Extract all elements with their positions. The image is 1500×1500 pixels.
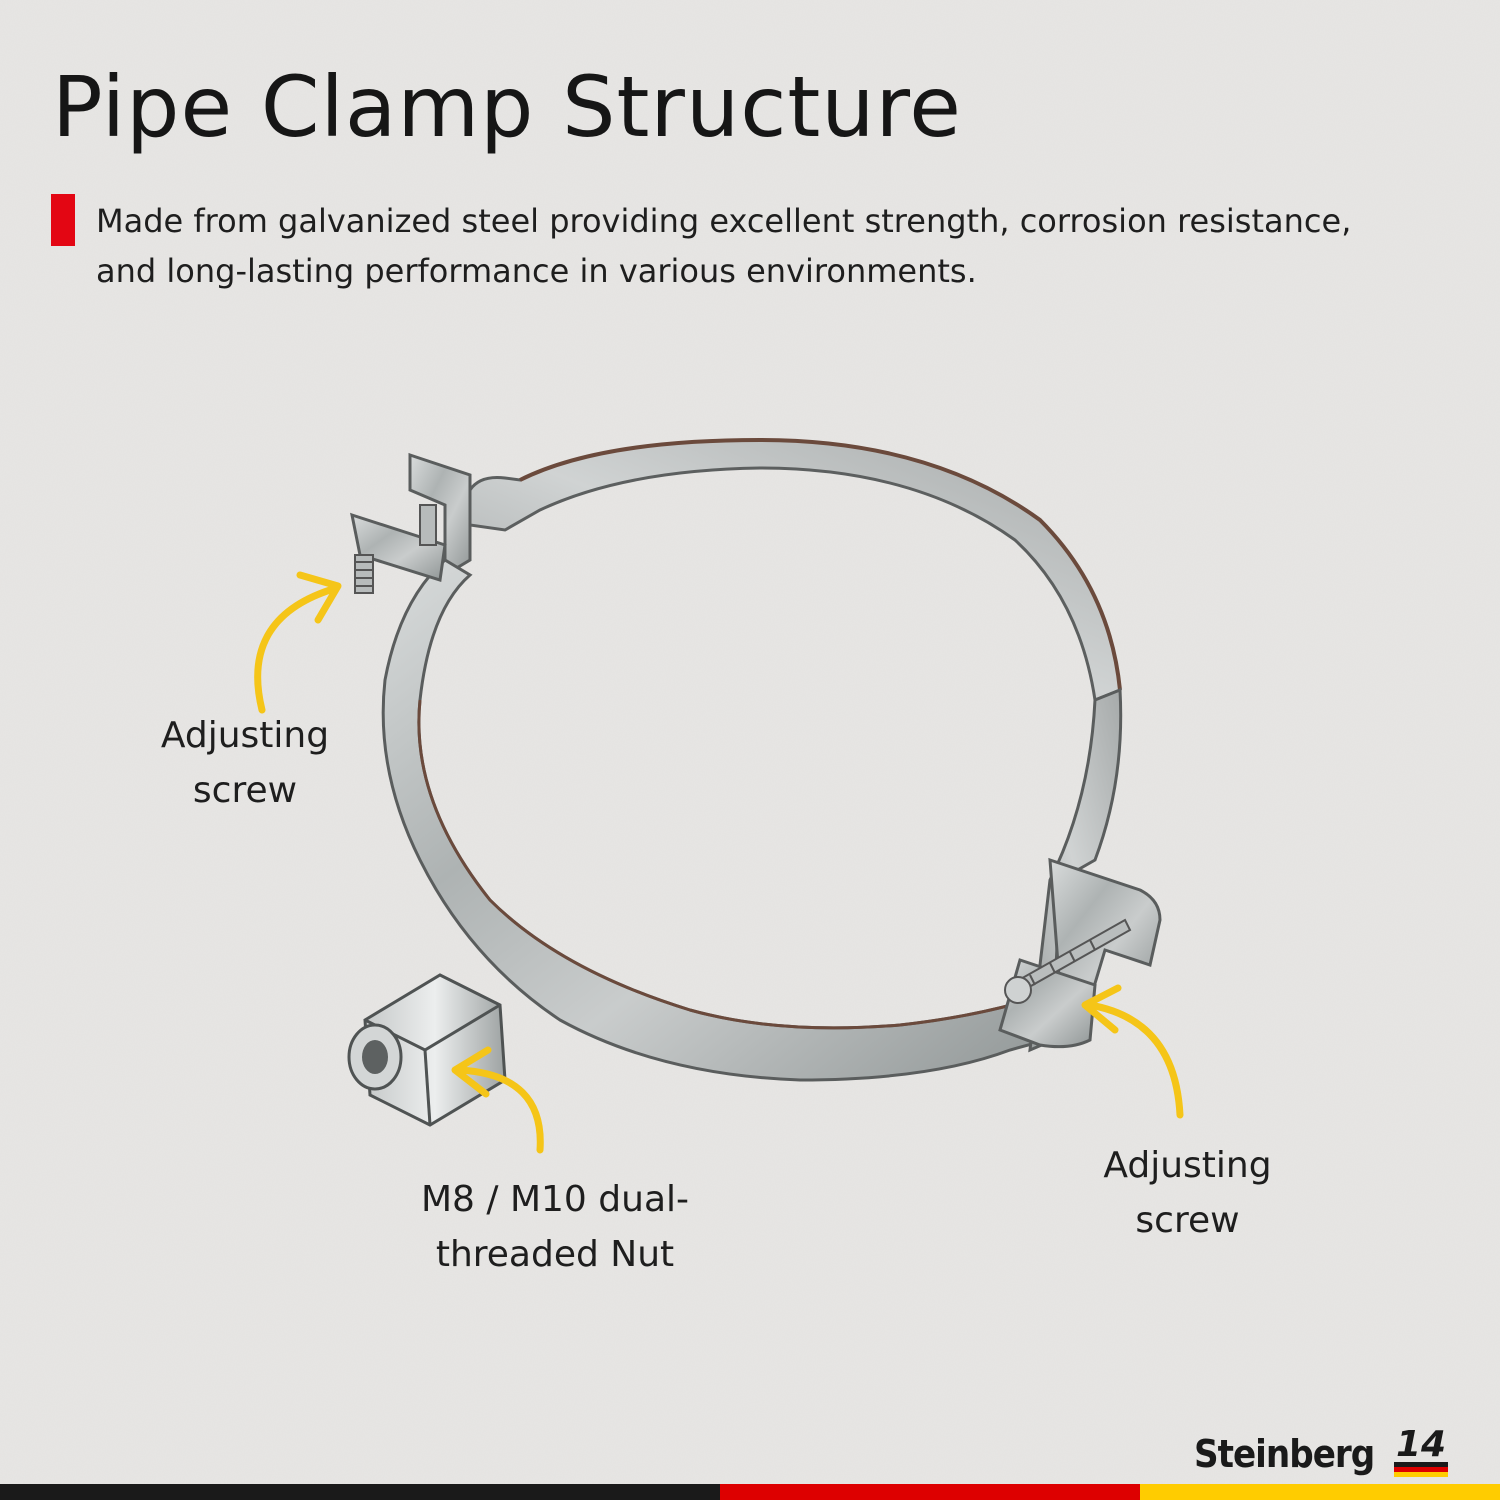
callout-line: Adjusting <box>160 715 330 756</box>
clamp-flange-right <box>1048 857 1162 1002</box>
adjusting-screw-left <box>354 504 437 594</box>
arrow-icon-right-screw <box>1081 984 1184 1119</box>
accent-bar <box>51 194 75 246</box>
callout-line: M8 / M10 dual- <box>420 1179 689 1220</box>
brand-logo-text: Steinberg <box>1194 1432 1375 1476</box>
footer-flag-stripe <box>0 1484 1500 1500</box>
arrow-icon-left-screw <box>254 571 342 714</box>
arrow-icon-nut <box>451 1046 544 1154</box>
brand-mark-text: 14 <box>1396 1424 1446 1465</box>
clamp-band-upper <box>468 438 1122 703</box>
callout-adjusting-screw-left: Adjusting screw <box>120 708 370 818</box>
brand-mark-icon: 14 <box>1394 1424 1448 1477</box>
callout-line: Adjusting <box>1103 1145 1272 1186</box>
callout-line: screw <box>1135 1200 1240 1241</box>
callout-line: screw <box>192 770 298 811</box>
callout-line: threaded Nut <box>435 1234 675 1275</box>
dual-threaded-nut <box>347 973 507 1127</box>
callout-nut: M8 / M10 dual- threaded Nut <box>390 1172 720 1282</box>
product-description: Made from galvanized steel providing exc… <box>96 202 1352 290</box>
callout-adjusting-screw-right: Adjusting screw <box>1060 1138 1315 1248</box>
clamp-flange-left <box>350 512 447 582</box>
page-title: Pipe Clamp Structure <box>52 58 962 156</box>
adjusting-screw-right <box>1004 918 1132 1004</box>
